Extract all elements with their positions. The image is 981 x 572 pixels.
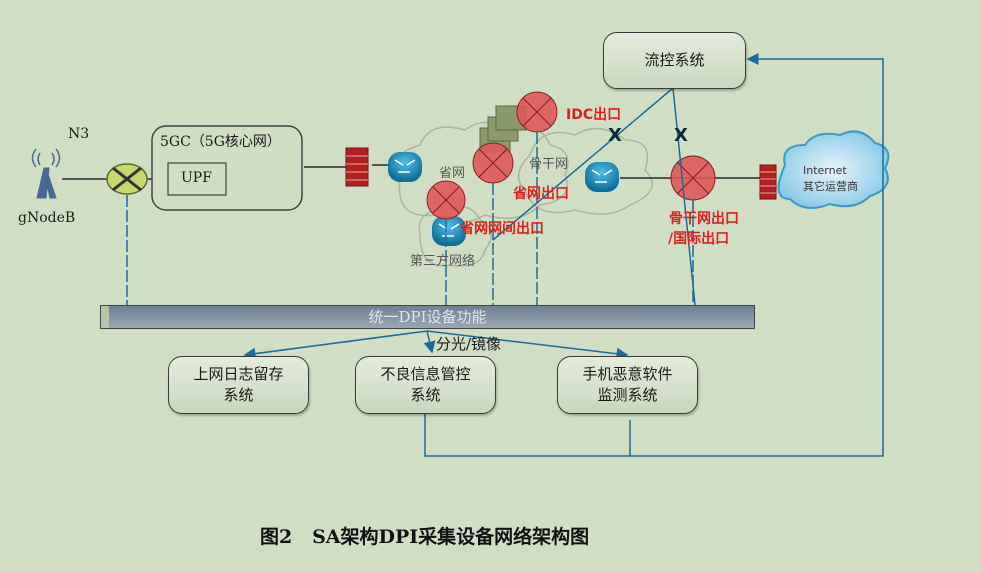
system-label-line2: 系统	[223, 386, 254, 404]
gnodeb-label: gNodeB	[18, 210, 76, 226]
svg-text:X: X	[674, 125, 688, 146]
third-party-net-label: 第三方网络	[410, 254, 476, 269]
upf-label: UPF	[181, 170, 212, 186]
internet-firewall-icon	[759, 164, 777, 200]
other-carriers-label: 其它运营商	[803, 180, 858, 193]
svg-text:X: X	[608, 125, 622, 146]
router-icon	[585, 162, 619, 192]
flow-control-system: 流控系统	[603, 32, 746, 89]
system-label-line2: 系统	[410, 386, 441, 404]
system-label-line1: 上网日志留存	[193, 365, 284, 383]
exit-node-cross	[432, 97, 710, 214]
router-icon	[388, 152, 422, 182]
system-box-malware-monitoring: 手机恶意软件监测系统	[557, 356, 698, 414]
upf-box	[167, 162, 227, 196]
system-box-log-retention: 上网日志留存系统	[168, 356, 309, 414]
firewall-icon	[345, 147, 369, 187]
inter-provincial-exit-label: 省网网间出口	[460, 221, 544, 237]
tap-node-icon	[106, 163, 148, 195]
antenna-icon	[31, 148, 61, 199]
idc-exit-label: IDC出口	[566, 107, 622, 123]
system-label-line1: 不良信息管控	[380, 365, 471, 383]
dpi-function-bar: 统一DPI设备功能	[100, 305, 755, 329]
flow-control-label: 流控系统	[644, 51, 705, 69]
core-network-label: 5GC（5G核心网）	[160, 134, 281, 150]
block-mark-icon: X X	[608, 125, 688, 146]
system-label-line2: 监测系统	[597, 386, 658, 404]
internet-cloud-icon	[777, 130, 890, 209]
provincial-net-label: 省网	[439, 166, 466, 181]
system-label-line1: 手机恶意软件	[582, 365, 673, 383]
dpi-bar-cap	[101, 306, 109, 328]
international-exit-label: /国际出口	[668, 231, 730, 247]
internet-label: Internet	[803, 164, 847, 177]
n3-label: N3	[68, 126, 90, 142]
system-box-content-control: 不良信息管控系统	[355, 356, 496, 414]
split-mirror-label: 分光/镜像	[436, 335, 502, 353]
backbone-exit-label: 骨干网出口	[669, 211, 739, 227]
tap-lines	[126, 132, 694, 305]
dpi-bar-label: 统一DPI设备功能	[368, 308, 487, 326]
backbone-net-label: 骨干网	[529, 157, 569, 172]
control-links	[243, 53, 884, 457]
provincial-exit-label: 省网出口	[513, 186, 569, 202]
figure-caption: 图2 SA架构DPI采集设备网络架构图	[260, 526, 590, 548]
